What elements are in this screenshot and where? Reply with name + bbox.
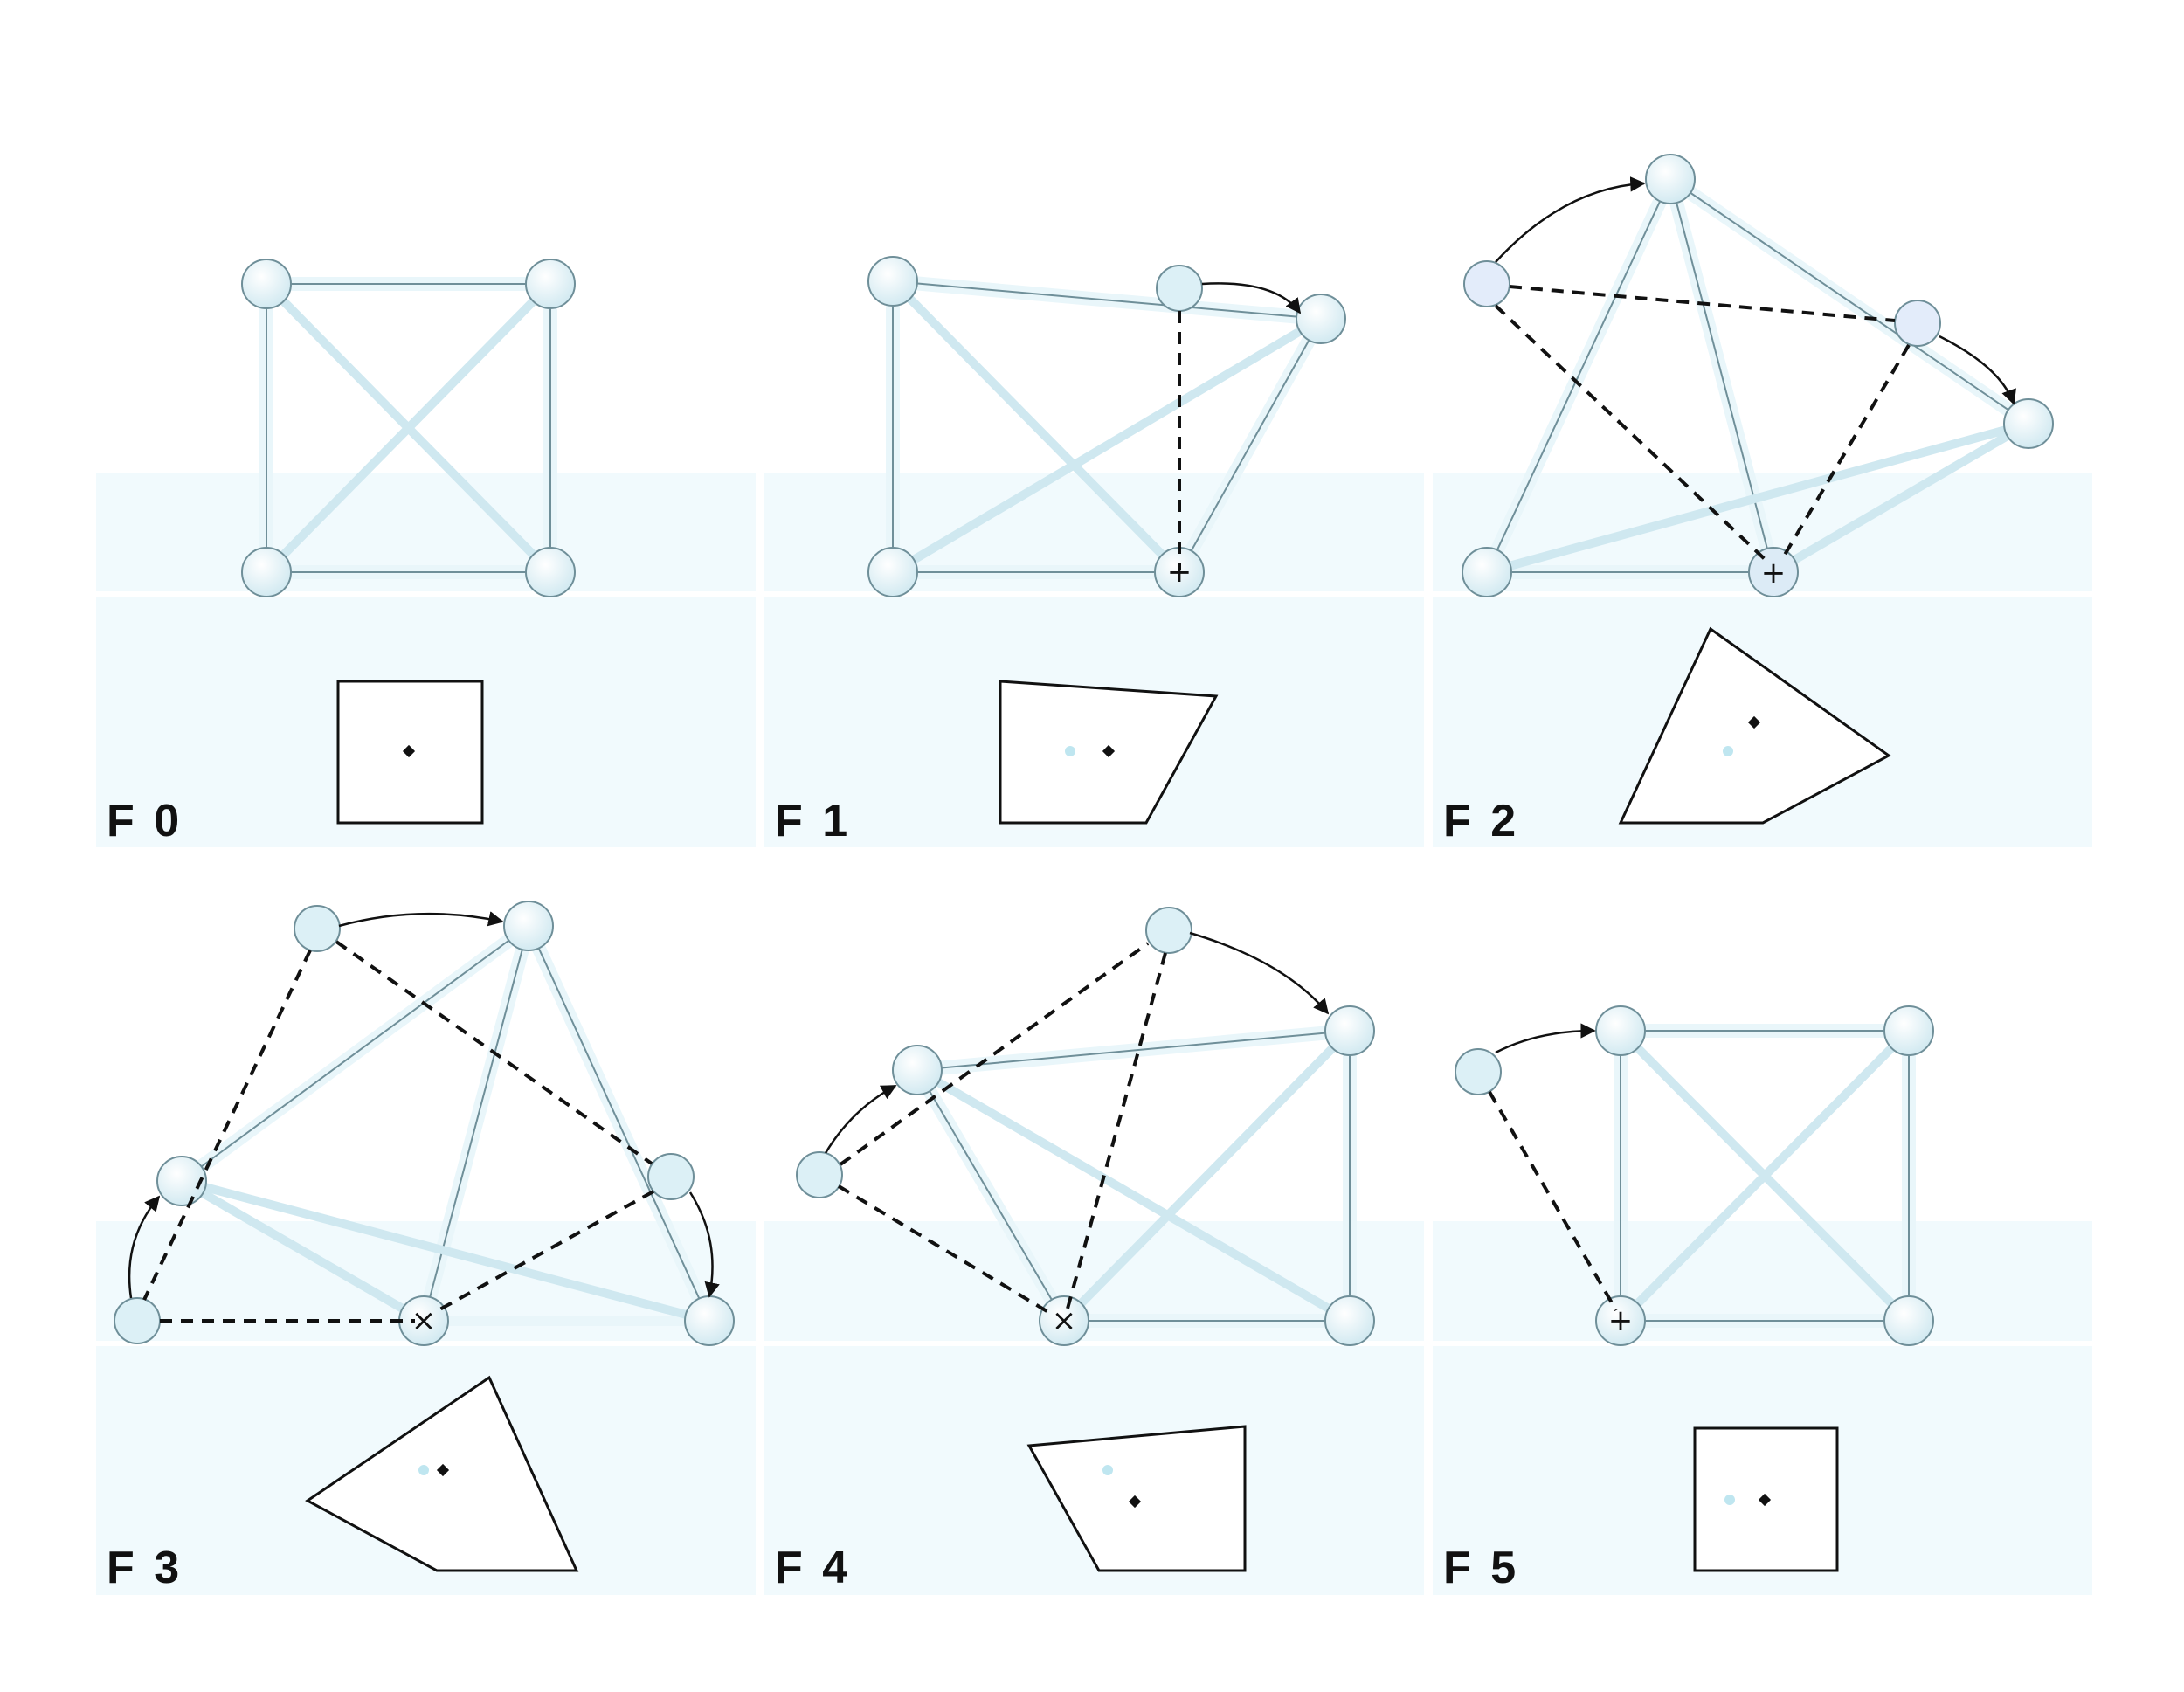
support-polygon-f5 (1693, 1426, 1839, 1572)
robot-frame-f4 (892, 1005, 1375, 1346)
panel-f4: × (796, 907, 1375, 1572)
center-of-mass-marker (1128, 1495, 1142, 1509)
support-polygon-f4 (1026, 1425, 1247, 1572)
svg-text:+: + (1608, 1303, 1634, 1338)
center-of-mass-marker (436, 1463, 450, 1477)
robot-frame-f1 (867, 256, 1346, 597)
panel-label-f5: F 5 (1443, 1543, 1520, 1593)
previous-center-of-mass (1724, 1495, 1735, 1505)
trajectory-f4: × (796, 907, 1330, 1338)
trajectory-f5: + (1455, 1023, 1634, 1338)
support-polygon-f1 (999, 680, 1219, 825)
center-of-mass-marker (1758, 1493, 1772, 1507)
previous-center-of-mass (1102, 1465, 1113, 1475)
support-polygon-f0 (336, 680, 484, 825)
center-of-mass-marker (1747, 715, 1761, 729)
center-of-mass-marker (402, 744, 416, 758)
svg-text:+: + (1761, 556, 1787, 590)
panel-f1: + (867, 256, 1346, 825)
panel-f5: + (1455, 1005, 1934, 1572)
panel-f3: × (114, 901, 735, 1572)
support-polygon-f2 (1618, 626, 1891, 825)
trajectory-f1: + (1156, 265, 1302, 590)
svg-text:+: + (1167, 555, 1192, 590)
center-of-mass-marker (1102, 744, 1116, 758)
panel-label-f4: F 4 (775, 1543, 852, 1593)
svg-text:×: × (1052, 1303, 1077, 1338)
svg-text:×: × (411, 1303, 437, 1338)
previous-center-of-mass (1065, 746, 1075, 756)
panel-label-f3: F 3 (107, 1543, 183, 1593)
robot-frame-f0 (241, 259, 576, 597)
panel-label-f2: F 2 (1443, 796, 1520, 846)
robot-frame-f2 (1462, 154, 2054, 597)
previous-node-position (1156, 265, 1203, 312)
panel-label-f1: F 1 (775, 796, 852, 846)
panel-label-f0: F 0 (107, 796, 183, 846)
trajectory-f3: × (114, 905, 720, 1344)
support-polygon-f3 (305, 1375, 579, 1572)
robot-frame-f3 (156, 901, 735, 1346)
previous-center-of-mass (1723, 746, 1733, 756)
previous-center-of-mass (418, 1465, 429, 1475)
panel-f2: + (1462, 154, 2054, 825)
robot-frame-f5 (1595, 1005, 1934, 1346)
panel-f0 (241, 259, 576, 825)
trajectory-f2: + (1463, 176, 2016, 590)
